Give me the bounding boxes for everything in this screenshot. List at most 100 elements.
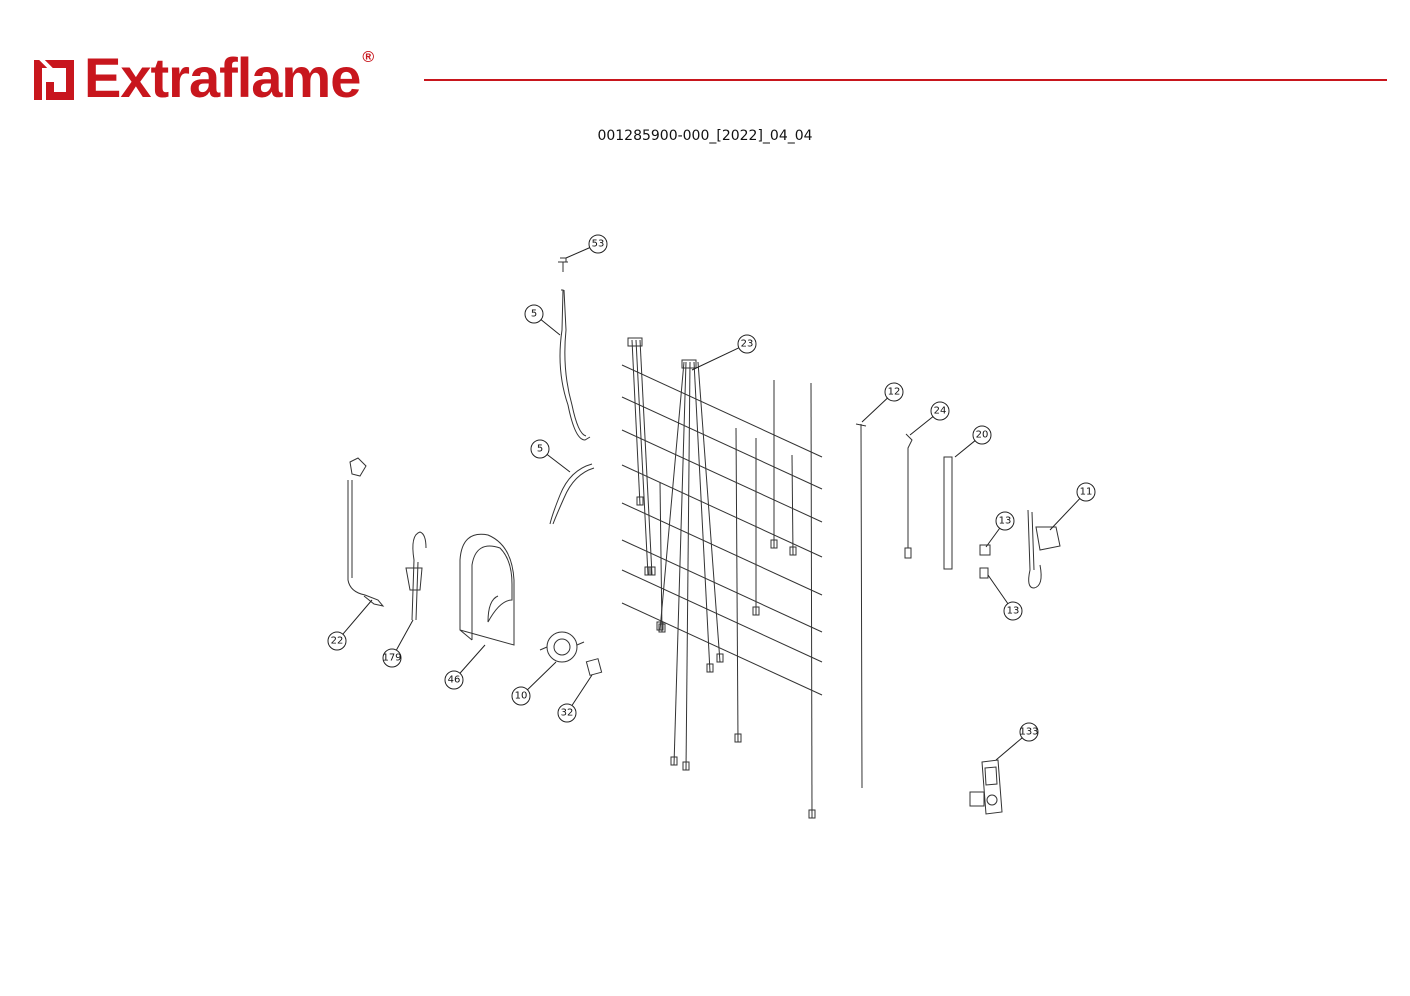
callout-label: 179 [382, 653, 401, 664]
callout-circle [1076, 482, 1096, 502]
leader-line [909, 416, 934, 436]
wire-connector [658, 623, 666, 633]
callout-13: 13 [987, 574, 1023, 621]
harness-guide-line [621, 364, 823, 458]
part-13-lower [979, 567, 989, 579]
wire-connector [716, 653, 724, 663]
harness-wire [639, 339, 653, 576]
part-13-upper [979, 544, 991, 556]
leader-line [342, 599, 373, 635]
callout-label: 46 [448, 675, 461, 686]
leader-line [861, 397, 888, 423]
harness-wire [791, 454, 794, 556]
callout-circle [995, 511, 1015, 531]
callout-label: 32 [561, 708, 574, 719]
callout-circle [737, 334, 757, 354]
harness-wire [635, 339, 649, 576]
callout-label: 133 [1019, 727, 1038, 738]
part-179-cable [405, 531, 427, 621]
wire-connector [734, 733, 742, 743]
callout-179: 179 [382, 619, 414, 668]
callout-10: 10 [511, 661, 557, 706]
callout-46: 46 [444, 644, 486, 690]
harness-guide-line [621, 602, 823, 696]
brand-name: Extraflame [84, 46, 361, 109]
callout-label: 13 [999, 516, 1012, 527]
wire-connector [636, 496, 644, 506]
callout-20: 20 [954, 425, 992, 458]
callout-12: 12 [861, 382, 904, 423]
leader-line [395, 619, 414, 651]
leader-line [954, 440, 976, 458]
callout-32: 32 [557, 674, 593, 723]
harness-wire [693, 361, 711, 673]
leader-line [985, 527, 1001, 548]
leader-line [546, 454, 571, 473]
harness-guide-line [621, 396, 823, 490]
leader-line [571, 674, 593, 706]
part-12-probe [855, 423, 867, 789]
callout-label: 22 [331, 636, 344, 647]
harness-connector-block [627, 337, 643, 347]
harness-guide-line [621, 464, 823, 558]
callout-circle [1003, 601, 1023, 621]
callout-5: 5 [524, 304, 561, 336]
part-11-thermostat [1027, 509, 1061, 589]
wire-connector [670, 756, 678, 766]
harness-wire [735, 427, 739, 743]
part-20-ribbon-cable [943, 456, 953, 570]
harness-wire [673, 361, 687, 766]
callout-11: 11 [1049, 482, 1096, 531]
leader-line [691, 347, 740, 371]
harness-wire [659, 361, 685, 631]
part-46-panel [459, 533, 515, 646]
wire-connector [770, 539, 778, 549]
leader-line [995, 737, 1023, 761]
part-5-upper [559, 289, 591, 441]
harness-connector-block [681, 359, 697, 369]
part-32 [585, 658, 603, 676]
callout-circle [884, 382, 904, 402]
callout-label: 11 [1080, 487, 1093, 498]
callout-53: 53 [565, 234, 608, 259]
callout-circle [530, 439, 550, 459]
callout-label: 53 [592, 239, 605, 250]
callout-circle [972, 425, 992, 445]
wire-connector [656, 621, 664, 631]
part-24-wire [904, 433, 913, 559]
harness-guide-line [621, 502, 823, 596]
callout-133: 133 [995, 722, 1039, 761]
part-22-power-cord [347, 457, 385, 607]
brand-logo: Extraflame ® [34, 46, 374, 109]
harness-wire [631, 339, 641, 506]
callout-23: 23 [691, 334, 757, 371]
harness-guide-line [621, 539, 823, 633]
part-23-wiring-harness [621, 337, 823, 819]
leader-line [1049, 498, 1081, 531]
leader-line [565, 247, 590, 259]
wire-connector [644, 566, 652, 576]
callout-label: 13 [1007, 606, 1020, 617]
extraflame-logo-icon [34, 56, 74, 100]
callouts: 53 5 23 12 24 5 20 11 13 13 22 179 46 10 32 133 [327, 234, 1096, 761]
callout-circle [930, 401, 950, 421]
callout-label: 24 [934, 406, 947, 417]
callout-circle [588, 234, 608, 254]
callout-label: 23 [741, 339, 754, 350]
callout-5: 5 [530, 439, 571, 473]
callout-13: 13 [985, 511, 1015, 548]
part-10 [539, 631, 585, 663]
leader-line [987, 574, 1009, 604]
callout-circle [444, 670, 464, 690]
wire-connector [808, 809, 816, 819]
callout-label: 12 [888, 387, 901, 398]
callout-circle [382, 648, 402, 668]
harness-guide-line [621, 569, 823, 663]
callout-circle [1019, 722, 1039, 742]
part-133-remote [969, 759, 1003, 815]
callout-label: 5 [537, 444, 543, 455]
wire-connector [648, 566, 656, 576]
leader-line [540, 319, 561, 336]
callout-circle [557, 703, 577, 723]
